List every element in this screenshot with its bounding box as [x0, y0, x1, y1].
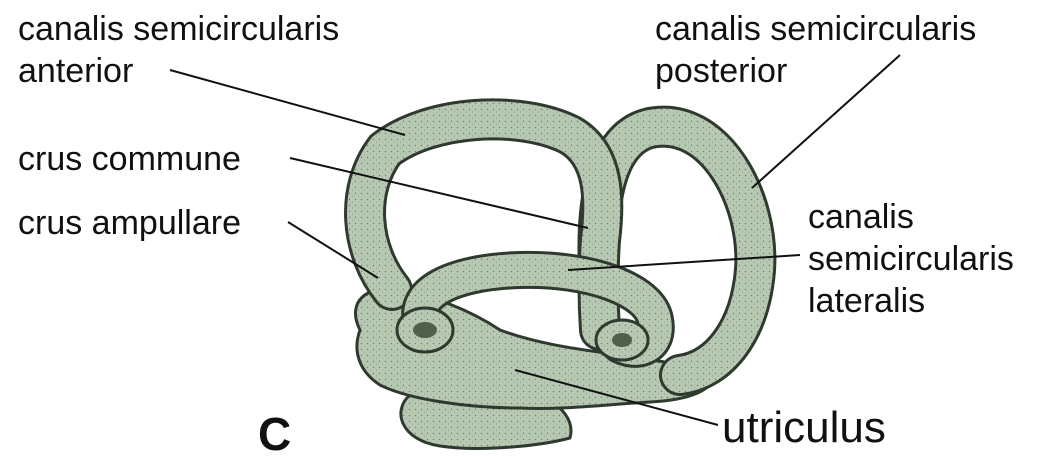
label-crus-ampullare: crus ampullare [18, 204, 241, 242]
label-anterior-line2: anterior [18, 52, 133, 90]
label-anterior-line1: canalis semicircularis [18, 10, 339, 48]
label-utriculus: utriculus [722, 403, 886, 452]
leader-anterior [170, 70, 405, 135]
leader-crus-commune [290, 158, 588, 228]
label-lateralis-line3: lateralis [808, 282, 925, 320]
anterior-canal [365, 119, 602, 330]
label-lateralis-line2: semicircularis [808, 240, 1014, 278]
label-crus-commune: crus commune [18, 140, 241, 178]
label-posterior-line2: posterior [655, 52, 787, 90]
panel-letter: C [258, 408, 291, 460]
label-posterior-line1: canalis semicircularis [655, 10, 976, 48]
label-lateralis-line1: canalis [808, 198, 914, 236]
